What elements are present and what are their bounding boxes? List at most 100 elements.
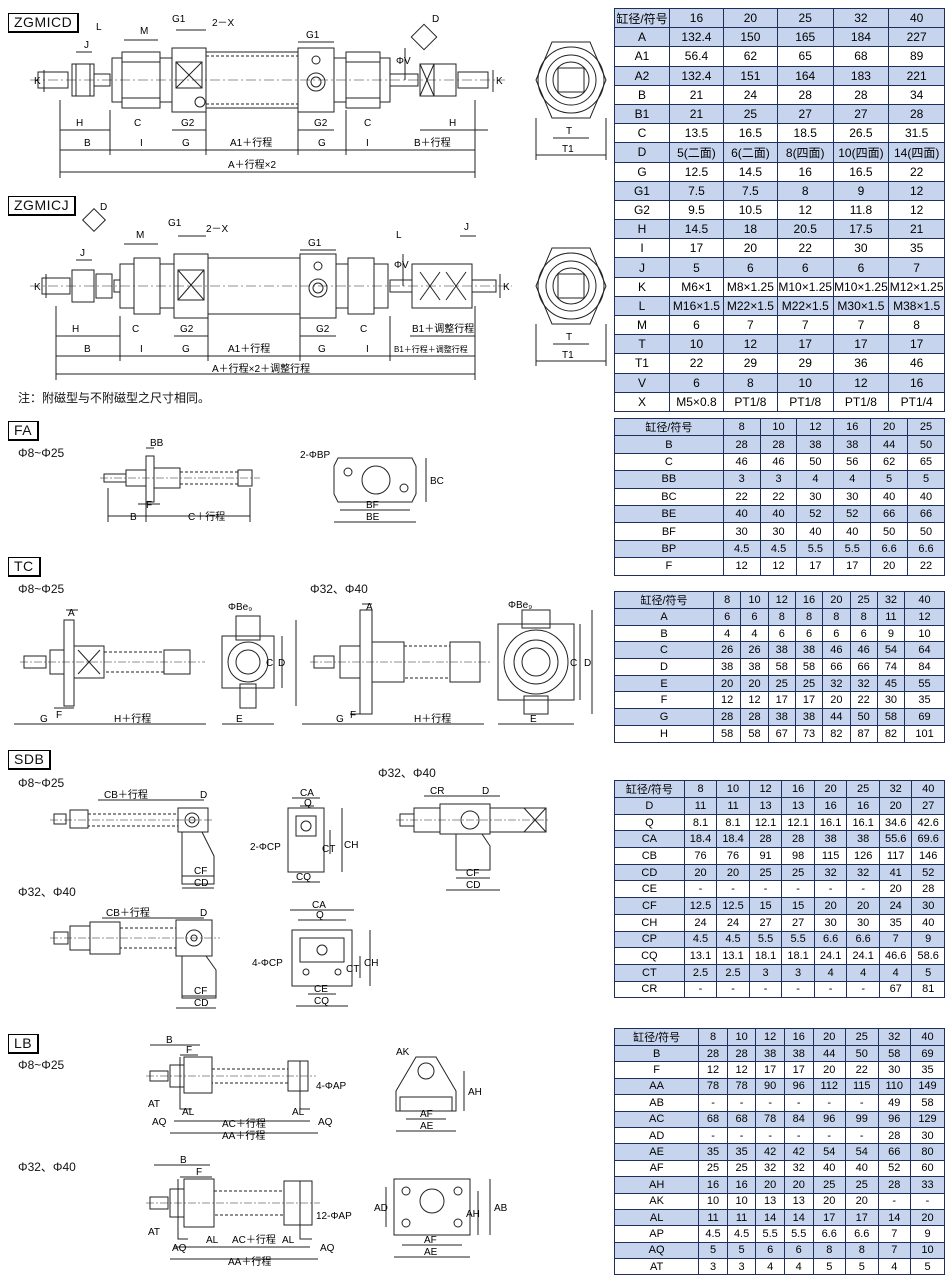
zgmicd-dim-g: G <box>182 138 190 149</box>
table-cell: 5 <box>907 470 945 489</box>
table-cell: 81 <box>911 980 945 999</box>
table-cell: 69 <box>904 708 945 726</box>
table-cell: 5.5 <box>748 930 783 949</box>
table-cell: 28 <box>726 1044 757 1063</box>
table-cell: 8 <box>812 1241 846 1260</box>
table-cell: 60 <box>910 1159 945 1178</box>
table-cell: 17 <box>845 1208 879 1227</box>
table-header-cell: 32 <box>876 591 906 609</box>
table-cell: 65 <box>907 452 945 472</box>
table-header-cell: 缸径/符号 <box>614 7 670 29</box>
table-cell: 4 <box>740 624 769 643</box>
zgmicj-dim-b1-total: B1＋行程＋调整行程 <box>394 344 468 354</box>
table-row-label: B <box>614 435 724 454</box>
zgmicd-drawing: L M G1 2－X D J K K ΦV G1 H H C C G2 G2 B… <box>0 0 610 190</box>
zgmicd-dim-c: C <box>134 118 141 129</box>
table-cell: 132.4 <box>668 65 724 86</box>
table-cell: 20 <box>812 1061 846 1079</box>
table-cell: 6 <box>755 1241 785 1260</box>
table-row-label: T <box>614 334 670 355</box>
table-cell: 38 <box>813 830 848 849</box>
table-row-label: F <box>614 557 724 576</box>
table-cell: 46 <box>849 641 878 660</box>
table-cell: 20 <box>813 897 848 915</box>
table-cell: - <box>846 880 880 899</box>
table-cell: 101 <box>904 724 945 743</box>
table-header-cell: 8 <box>683 780 718 798</box>
table-header-cell: 40 <box>904 591 945 609</box>
table-cell: 6.6 <box>870 539 909 559</box>
table-header-cell: 8 <box>722 417 761 437</box>
table-cell: 20 <box>878 880 913 899</box>
table-cell: 9 <box>876 624 906 643</box>
table-cell: 38 <box>713 658 742 676</box>
table-cell: 20 <box>716 863 750 882</box>
lb-dim-aq-right: AQ <box>318 1117 333 1128</box>
zgmicj-dim-b1: B1＋调整行程 <box>412 322 474 335</box>
table-cell: 66 <box>877 1143 911 1161</box>
table-cell: 50 <box>796 452 835 472</box>
table-cell: 40 <box>907 487 945 506</box>
table-cell: 146 <box>911 847 945 865</box>
table-cell: 35 <box>878 913 913 932</box>
table-cell: 32 <box>849 674 878 693</box>
zgmicd-dim-c2: C <box>364 118 371 129</box>
table-header-cell: 25 <box>845 1028 879 1046</box>
table-cell: 38 <box>755 1044 785 1063</box>
table-cell: 30 <box>876 691 906 710</box>
table-header-cell: 12 <box>767 591 796 609</box>
tc-dim-a-big: A <box>366 602 373 613</box>
table-cell: 20 <box>812 1192 846 1210</box>
table-cell: 28 <box>759 435 798 454</box>
table-cell: 18.4 <box>683 830 718 849</box>
table-row-label: CB <box>614 847 685 865</box>
table-cell: 20 <box>722 238 778 259</box>
table-cell: - <box>783 1126 814 1145</box>
table-cell: 27 <box>776 103 834 125</box>
table-cell: 4 <box>877 1258 911 1276</box>
table-header-cell: 40 <box>888 7 945 29</box>
table-cell: - <box>683 980 718 999</box>
table-cell: 24 <box>878 897 913 915</box>
table-cell: 62 <box>722 46 778 67</box>
lb-dim-al-big-right: AL <box>282 1235 295 1246</box>
zgmicj-dim-j: J <box>80 248 85 259</box>
table-row-label: K <box>614 276 670 297</box>
table-cell: 5 <box>668 257 724 278</box>
table-cell: 4 <box>846 963 880 982</box>
table-cell: 44 <box>870 435 909 454</box>
table-cell: 132.4 <box>668 27 724 48</box>
table-row-label: H <box>614 219 670 240</box>
table-header-cell: 缸径/符号 <box>614 780 685 798</box>
table-cell: 18.4 <box>716 830 750 849</box>
table-cell: 13 <box>755 1192 785 1210</box>
table-row-label: AC <box>613 1110 700 1128</box>
table-cell: 30 <box>796 487 835 506</box>
table-cell: 150 <box>722 27 778 48</box>
lb-dim-af-big: AF <box>424 1235 437 1246</box>
table-cell: 6(二面) <box>722 142 778 163</box>
sdb-dim-ca: CA <box>300 788 314 799</box>
table-cell: 27 <box>748 913 783 932</box>
table-cell: 25 <box>845 1176 879 1194</box>
table-cell: 38 <box>783 1044 814 1063</box>
table-cell: 12 <box>759 557 798 576</box>
table-row-label: BF <box>614 522 724 541</box>
table-cell: 58 <box>794 658 824 676</box>
table-cell: 115 <box>845 1077 879 1096</box>
table-cell: 110 <box>877 1077 911 1096</box>
table-cell: 50 <box>870 522 909 541</box>
table-cell: 10 <box>698 1192 728 1210</box>
table-cell: 24 <box>722 84 778 105</box>
